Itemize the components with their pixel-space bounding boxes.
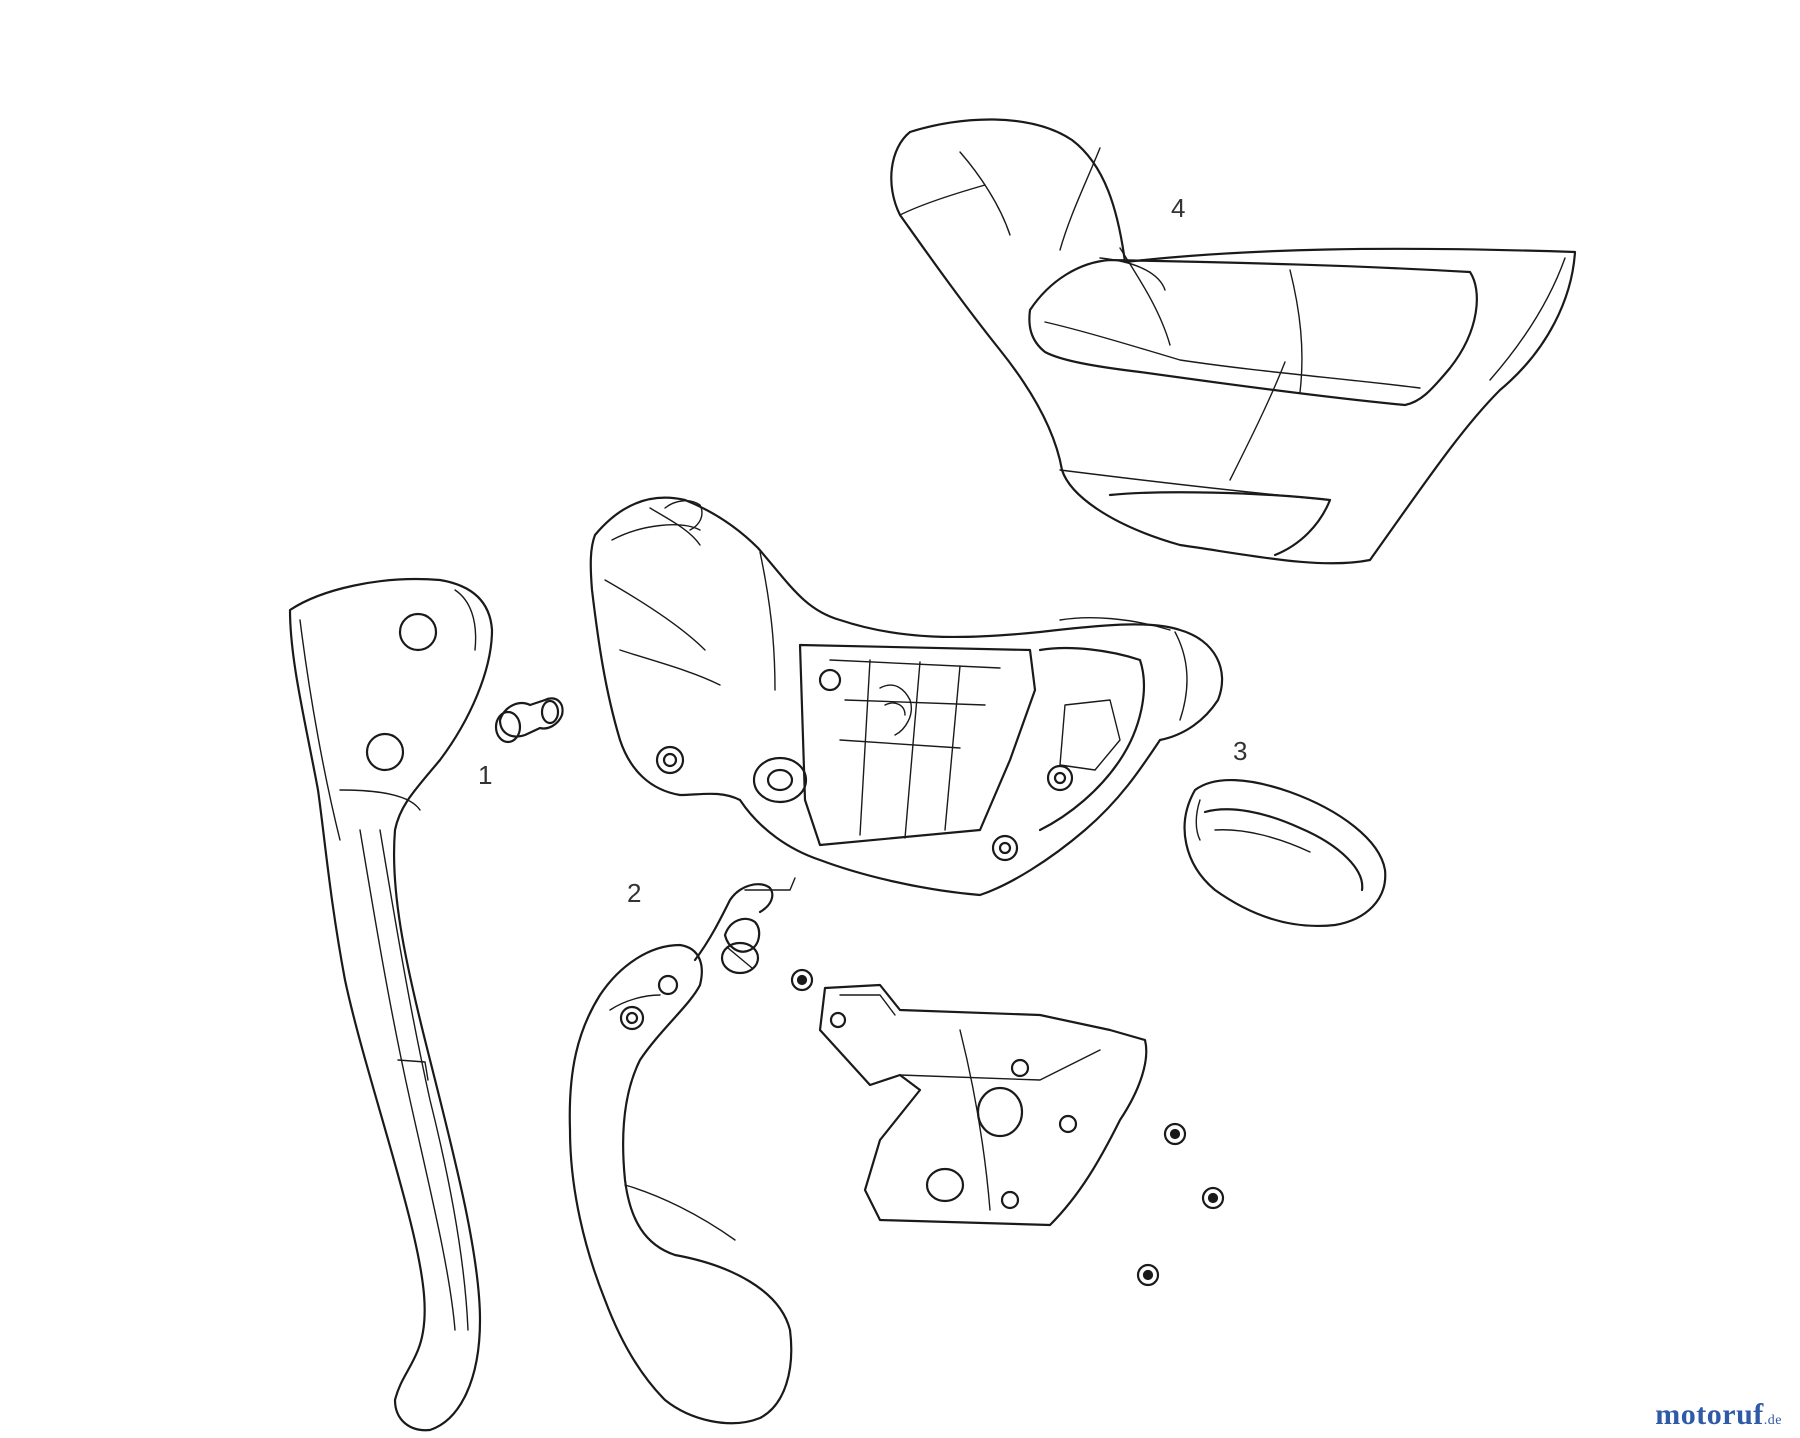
part-1-brake-lever <box>288 577 564 1432</box>
watermark: motoruf.de <box>1655 1400 1782 1430</box>
screw-d <box>1136 1263 1160 1287</box>
callout-4: 4 <box>1171 193 1186 223</box>
callout-3: 3 <box>1233 736 1248 766</box>
part-3-clamp-band <box>1183 778 1387 927</box>
cover-plate <box>818 983 1148 1227</box>
screw-a <box>790 968 814 992</box>
screw-c <box>1201 1186 1225 1210</box>
watermark-sub: .de <box>1763 1413 1782 1428</box>
screws <box>790 968 1225 1287</box>
screw-b <box>1163 1122 1187 1146</box>
part-4-hood <box>890 118 1577 565</box>
watermark-main: motoruf <box>1655 1398 1764 1431</box>
part-2-shift-paddle <box>568 877 796 1425</box>
callout-1: 1 <box>478 760 493 790</box>
callout-2: 2 <box>627 878 642 908</box>
main-body-mechanism <box>589 496 1224 897</box>
